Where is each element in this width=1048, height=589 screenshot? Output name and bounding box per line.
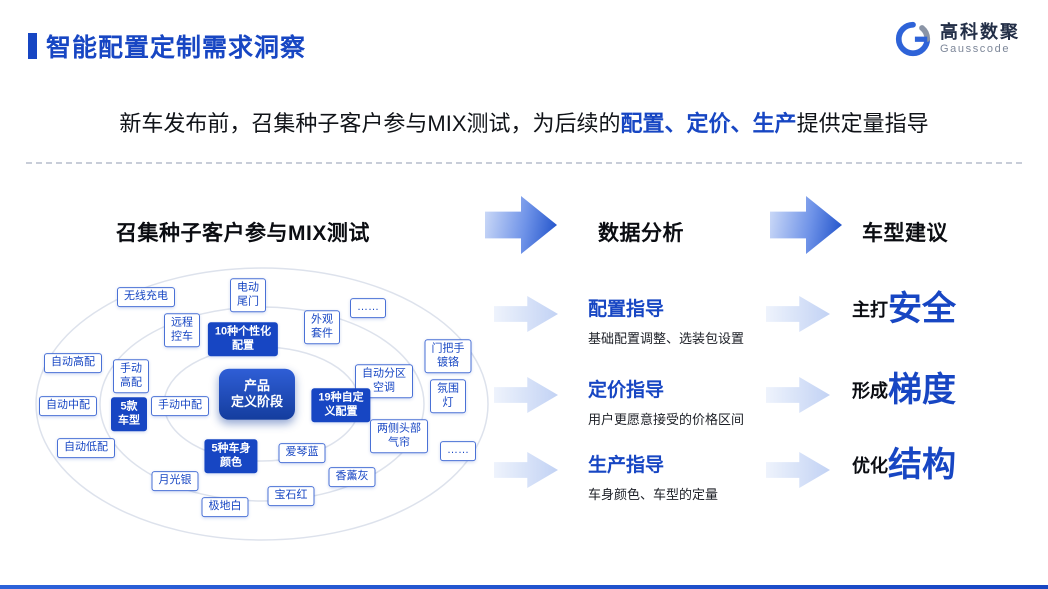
- suggestion-keyword: 安全: [888, 290, 956, 328]
- suggestion-prefix: 优化: [852, 456, 888, 476]
- gausscode-logo-icon: [895, 21, 931, 57]
- logo-text: 高科数聚 Gausscode: [940, 22, 1020, 55]
- diagram-node-highlight: 19种自定 义配置: [311, 388, 371, 422]
- suggestion-prefix: 形成: [852, 381, 888, 401]
- suggestion-row: 形成 梯度: [852, 373, 956, 407]
- bottom-accent-line: [0, 585, 1048, 589]
- diagram-node: ……: [440, 441, 476, 461]
- analysis-row: 定价指导 用户更愿意接受的价格区间: [588, 375, 778, 428]
- analysis-desc: 车身颜色、车型的定量: [588, 487, 719, 502]
- diagram-node: 手动中配: [151, 396, 209, 416]
- diagram-node: 自动中配: [39, 396, 97, 416]
- diagram-node: 自动低配: [57, 438, 115, 458]
- diagram-node: 香薰灰: [328, 467, 376, 487]
- page-title: 智能配置定制需求洞察: [46, 34, 307, 62]
- diagram-center-node: 产品 定义阶段: [218, 368, 296, 420]
- diagram-node: ……: [350, 298, 386, 318]
- logo-name: 高科数聚: [940, 22, 1020, 43]
- diagram-node: 外观 套件: [304, 310, 340, 344]
- diagram-node: 门把手 镀铬: [424, 339, 472, 373]
- diagram-node: 月光银: [151, 471, 199, 491]
- analysis-desc: 用户更愿意接受的价格区间: [588, 412, 745, 427]
- analysis-title: 配置指导: [588, 299, 665, 320]
- analysis-title: 定价指导: [588, 380, 665, 401]
- diagram-node: 电动 尾门: [230, 278, 266, 312]
- suggestion-keyword: 梯度: [888, 371, 956, 409]
- row-arrow-icon: [494, 452, 558, 488]
- diagram-node: 自动高配: [44, 353, 102, 373]
- diagram-node: 爱琴蓝: [278, 443, 326, 463]
- subtitle-suffix: 提供定量指导: [796, 111, 929, 136]
- diagram-node: 自动分区 空调: [355, 364, 413, 398]
- diagram-node: 两侧头部 气帘: [370, 419, 428, 453]
- diagram-node: 宝石红: [267, 486, 315, 506]
- analysis-desc: 基础配置调整、选装包设置: [588, 331, 745, 346]
- flow-arrow-icon: [485, 196, 557, 254]
- suggestion-keyword: 结构: [888, 446, 956, 484]
- diagram-node: 远程 控车: [164, 313, 200, 347]
- subtitle-highlight: 配置、定价、生产: [620, 111, 797, 136]
- analysis-row: 生产指导 车身颜色、车型的定量: [588, 450, 778, 503]
- suggestion-row: 主打 安全: [852, 292, 956, 326]
- diagram-node: 无线充电: [117, 287, 175, 307]
- diagram-node-highlight: 5款 车型: [111, 397, 147, 431]
- slide-subtitle: 新车发布前，召集种子客户参与MIX测试，为后续的配置、定价、生产提供定量指导: [0, 106, 1048, 138]
- suggestion-prefix: 主打: [852, 300, 888, 320]
- mix-test-diagram: 无线充电 电动 尾门 远程 控车 10种个性化 配置 外观 套件 …… 自动高配…: [28, 258, 498, 550]
- row-arrow-icon: [494, 377, 558, 413]
- flow-step2-title: 数据分析: [598, 222, 684, 245]
- logo-subname: Gausscode: [940, 43, 1011, 56]
- title-accent-bar: [28, 33, 37, 59]
- flow-step1-title: 召集种子客户参与MIX测试: [116, 222, 370, 245]
- suggestion-row: 优化 结构: [852, 448, 956, 482]
- diagram-node-highlight: 10种个性化 配置: [207, 322, 279, 356]
- subtitle-prefix: 新车发布前，召集种子客户参与MIX测试，为后续的: [119, 111, 621, 136]
- diagram-node: 极地白: [201, 497, 249, 517]
- analysis-title: 生产指导: [588, 455, 665, 476]
- diagram-node-highlight: 5种车身 颜色: [204, 439, 258, 473]
- row-arrow-icon: [494, 296, 558, 332]
- flow-arrow-icon: [770, 196, 842, 254]
- analysis-row: 配置指导 基础配置调整、选装包设置: [588, 294, 778, 347]
- company-logo: 高科数聚 Gausscode: [894, 20, 1020, 58]
- diagram-node: 手动 高配: [113, 359, 149, 393]
- dashed-divider: [26, 162, 1022, 164]
- flow-step3-title: 车型建议: [862, 222, 948, 245]
- diagram-node: 氛围 灯: [430, 379, 466, 413]
- header: 智能配置定制需求洞察: [28, 28, 306, 64]
